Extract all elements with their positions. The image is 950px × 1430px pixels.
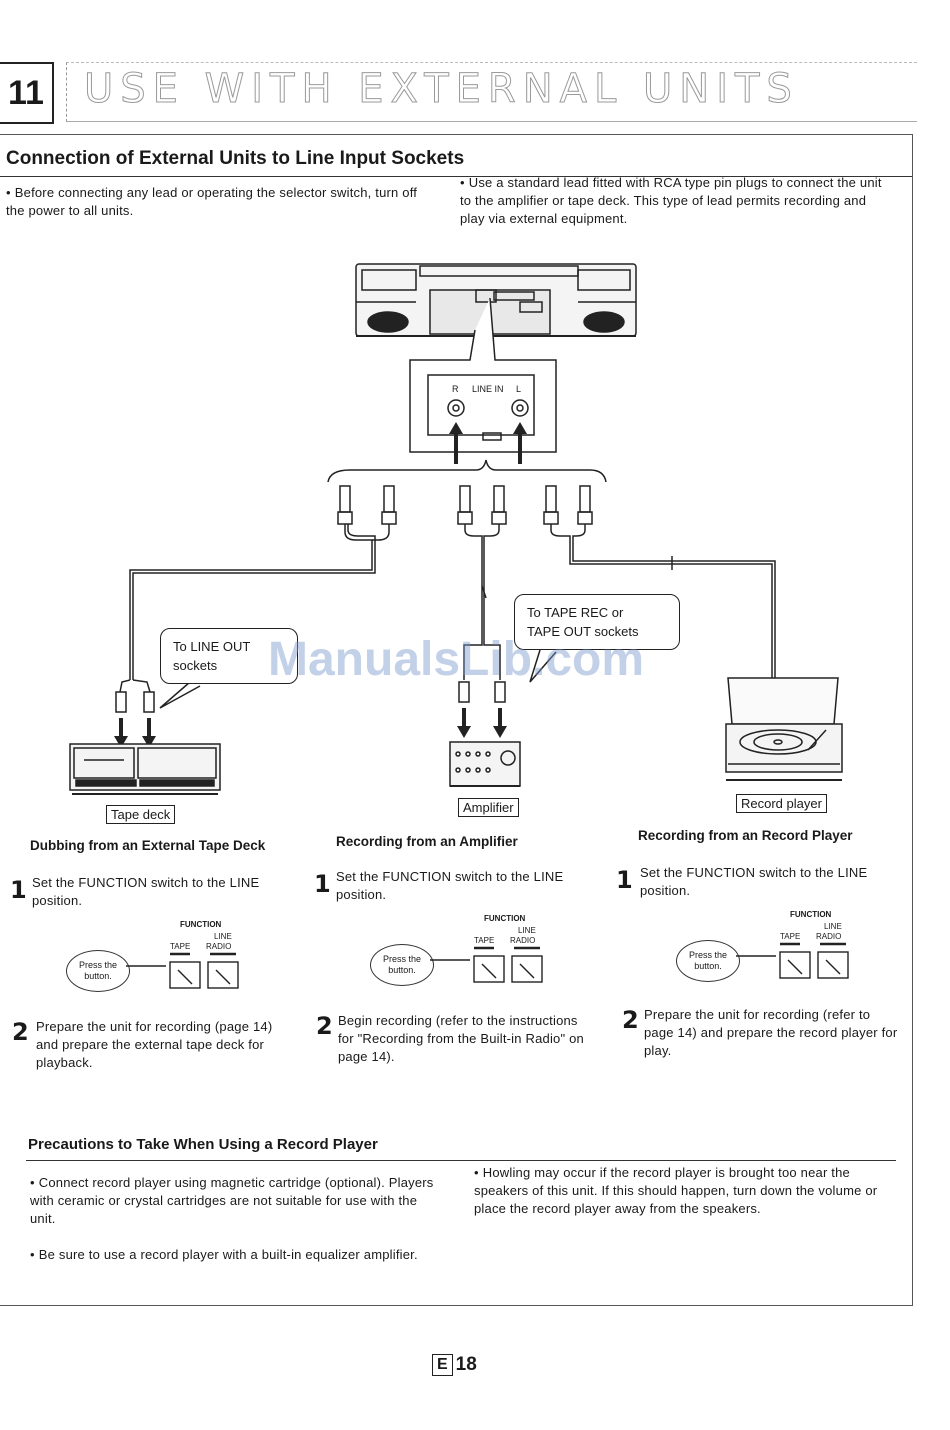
section-header-frame: [66, 62, 917, 122]
connection-diagram: [69, 263, 843, 795]
line-radio-button[interactable]: [817, 951, 849, 979]
function-title: FUNCTION: [790, 910, 832, 919]
tape-deck-illustration: [69, 743, 221, 795]
record-player-illustration: [725, 677, 843, 781]
col3-heading: Recording from an Record Player: [638, 828, 853, 843]
function-radio: RADIO: [206, 942, 232, 951]
bubble-tape-rec-text-1: To TAPE REC or: [527, 605, 624, 620]
label-tape-deck: Tape deck: [106, 805, 176, 824]
precaution-note-1: Connect record player using magnetic car…: [30, 1174, 446, 1228]
page-number: 18: [455, 1354, 477, 1375]
col1-heading: Dubbing from an External Tape Deck: [30, 838, 266, 853]
connection-note-1: Before connecting any lead or operating …: [6, 184, 426, 220]
col3-step2-number: 2: [622, 1006, 639, 1034]
function-line: LINE: [518, 926, 536, 935]
precautions-rule: [26, 1160, 896, 1161]
col3-step1-number: 1: [616, 866, 633, 894]
precaution-note-3: Howling may occur if the record player i…: [474, 1164, 898, 1218]
press-text-1: Press the: [688, 950, 728, 960]
function-title: FUNCTION: [484, 914, 526, 923]
watermark: ManualsLib.com: [268, 633, 645, 686]
col2-heading: Recording from an Amplifier: [336, 834, 518, 849]
press-text-1: Press the: [382, 954, 422, 964]
bubble-line-out-text-1: To LINE OUT: [173, 639, 251, 654]
label-record-player: Record player: [736, 794, 827, 813]
precautions-heading: Precautions to Take When Using a Record …: [28, 1136, 378, 1153]
amplifier-illustration: [449, 741, 521, 787]
socket-label-l: L: [516, 384, 522, 394]
label-amplifier: Amplifier: [458, 798, 519, 817]
content-frame: [0, 134, 913, 1306]
col3-step2-text: Prepare the unit for recording (refer to…: [644, 1007, 898, 1058]
connection-heading: Connection of External Units to Line Inp…: [6, 148, 465, 169]
function-title: FUNCTION: [180, 920, 222, 929]
bubble-line-out: To LINE OUT sockets: [160, 628, 298, 684]
col2-step2-number: 2: [316, 1012, 333, 1040]
function-buttons: [736, 942, 849, 979]
tape-button[interactable]: [779, 951, 811, 979]
function-radio: RADIO: [510, 936, 536, 945]
connection-note-2: Use a standard lead fitted with RCA type…: [460, 174, 890, 228]
press-text-2: button.: [84, 971, 112, 981]
socket-label-r: R: [452, 384, 459, 394]
tape-button[interactable]: [473, 955, 505, 983]
function-tape: TAPE: [780, 932, 801, 941]
press-text-1: Press the: [78, 960, 118, 970]
function-buttons: [126, 952, 239, 989]
function-radio: RADIO: [816, 932, 842, 941]
page-footer: E 18: [432, 1354, 477, 1376]
col1-step2-text: Prepare the unit for recording (page 14)…: [36, 1019, 273, 1070]
col2-step1-text: Set the FUNCTION switch to the LINE posi…: [336, 869, 564, 902]
function-tape: TAPE: [474, 936, 495, 945]
main-unit: [355, 263, 637, 337]
line-radio-button[interactable]: [207, 961, 239, 989]
tape-button[interactable]: [169, 961, 201, 989]
col1-step1-text: Set the FUNCTION switch to the LINE posi…: [32, 875, 260, 908]
col1-step2-number: 2: [12, 1018, 29, 1046]
section-title: USE WITH EXTERNAL UNITS: [84, 66, 799, 113]
function-line: LINE: [214, 932, 232, 941]
press-text-2: button.: [694, 961, 722, 971]
bubble-line-out-text-2: sockets: [173, 658, 218, 673]
footer-language: E: [432, 1354, 453, 1376]
bubble-tape-rec: To TAPE REC or TAPE OUT sockets: [514, 594, 680, 650]
socket-label-line-in: LINE IN: [472, 384, 504, 394]
bubble-tape-rec-text-2: TAPE OUT sockets: [527, 624, 639, 639]
line-radio-button[interactable]: [511, 955, 543, 983]
function-tape: TAPE: [170, 942, 191, 951]
heading-rule: [0, 176, 912, 177]
press-text-2: button.: [388, 965, 416, 975]
section-number: 11: [0, 62, 54, 124]
plug-pairs: [337, 485, 593, 525]
function-buttons: [430, 946, 543, 983]
col1-step1-number: 1: [10, 876, 27, 904]
precaution-note-2: Be sure to use a record player with a bu…: [30, 1246, 460, 1264]
col2-step2-text: Begin recording (refer to the instructio…: [338, 1013, 584, 1064]
col2-step1-number: 1: [314, 870, 331, 898]
col3-step1-text: Set the FUNCTION switch to the LINE posi…: [640, 865, 868, 898]
function-line: LINE: [824, 922, 842, 931]
